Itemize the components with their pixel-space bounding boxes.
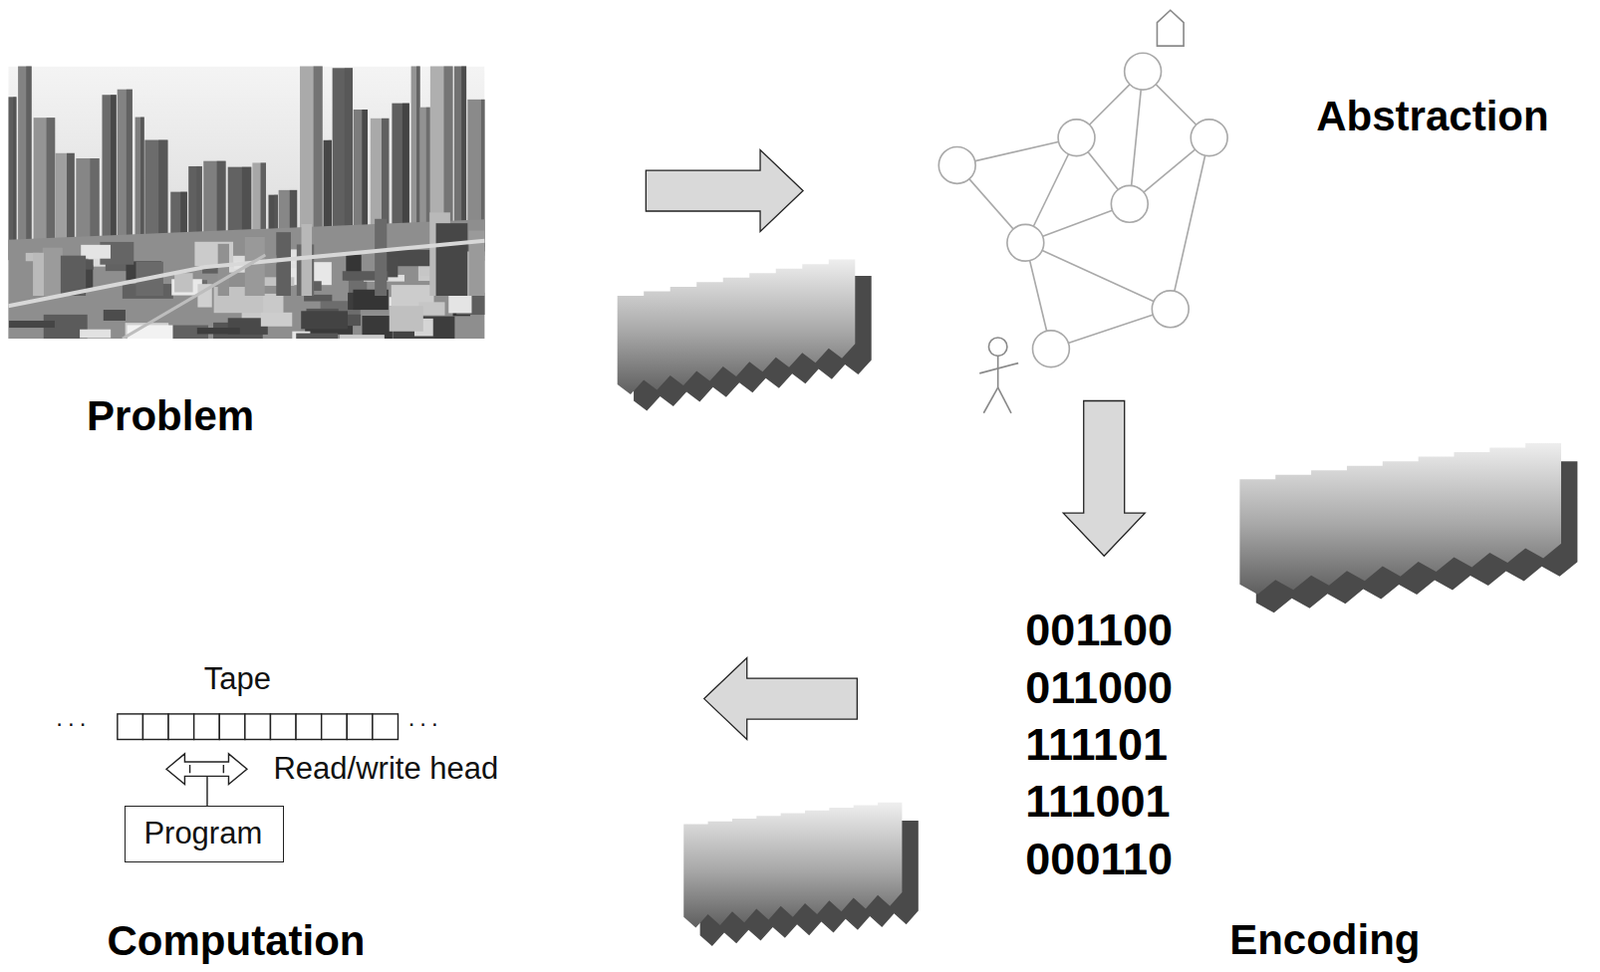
binary-row: 001100 [1025,604,1173,657]
figure-part [436,223,469,296]
graph-vertex [1190,119,1228,157]
graph-figure [938,9,1228,414]
binary-row: 011000 [1025,662,1173,715]
tape-cell [269,714,296,741]
city-photo [7,66,485,339]
figure-part [17,66,32,262]
graph-vertex [1124,52,1162,90]
program-box: Program [124,805,284,862]
figure-part [25,66,31,262]
binary-row: 111001 [1025,776,1170,828]
figure-part [12,96,16,261]
figure-part [997,355,1000,388]
stage-title: Encoding [1229,916,1420,965]
figure-part [8,320,55,328]
figure-part [389,305,424,332]
tape-cell [372,714,399,741]
tape-cell [194,714,221,741]
program-label: Program [143,815,265,852]
figure-part [261,312,292,327]
figure-part [122,255,266,339]
figure-part [7,96,16,261]
figure-part [295,333,338,339]
head-mark [190,765,225,774]
block-arrow [1063,401,1145,557]
tape-cell [295,714,322,741]
block-arrow [704,658,858,741]
figure-part [32,253,44,296]
head-link [206,776,208,806]
stage-title: Computation [107,917,366,966]
stage-region: Problem [7,60,646,459]
graph-vertex [1058,119,1095,157]
house-icon [1156,9,1184,46]
figure-part [7,219,485,339]
figure-part [374,219,387,296]
graph-edge [1170,137,1210,309]
ellipsis: ... [408,704,444,733]
stage-title: Abstraction [1316,92,1549,141]
binary-row: 000110 [1025,833,1173,886]
figure-part [979,363,1019,374]
figure-part [448,294,472,313]
figure-part [197,327,241,334]
tape-cell [117,714,144,741]
figure-part [988,337,1007,356]
figure-part [103,309,126,321]
figure-part [7,241,485,307]
torn-shape [617,255,872,411]
stage-region: ProgramComputation [40,653,705,971]
figure-part [42,248,63,296]
torn-paper [683,800,902,929]
figure-part [79,329,111,339]
tape-label: Tape [204,661,271,698]
figure-part [275,232,291,296]
figure-part [983,387,998,414]
block-arrow [645,150,803,233]
torn-shape [1239,438,1578,613]
stage-region: Abstraction [802,0,1590,402]
tape-cell [142,714,169,741]
torn-shape [683,800,919,947]
tape-cell [346,714,373,741]
figure-part [300,310,348,329]
figure-part [218,244,230,296]
graph-vertex [1110,185,1148,223]
stage-title: Problem [86,392,255,441]
torn-paper [617,255,856,395]
tape-cell [321,714,348,741]
graph-vertex [938,146,976,184]
figure-part [174,272,193,292]
figure-part [998,387,1012,414]
tape-cell [219,714,246,741]
graph-edge [1025,243,1170,310]
torn-paper [1239,438,1562,594]
head-label: Read/write head [272,751,499,788]
graph-vertex [1151,290,1189,328]
graph-vertex [1033,330,1070,368]
graph-edge [1129,71,1143,205]
figure-part [339,334,385,339]
binary-row: 111101 [1025,719,1168,772]
person-icon [979,337,1019,414]
ellipsis: ... [55,704,91,733]
tape-cell [168,714,195,741]
graph-vertex [1007,224,1045,262]
tape-cell [245,714,271,741]
